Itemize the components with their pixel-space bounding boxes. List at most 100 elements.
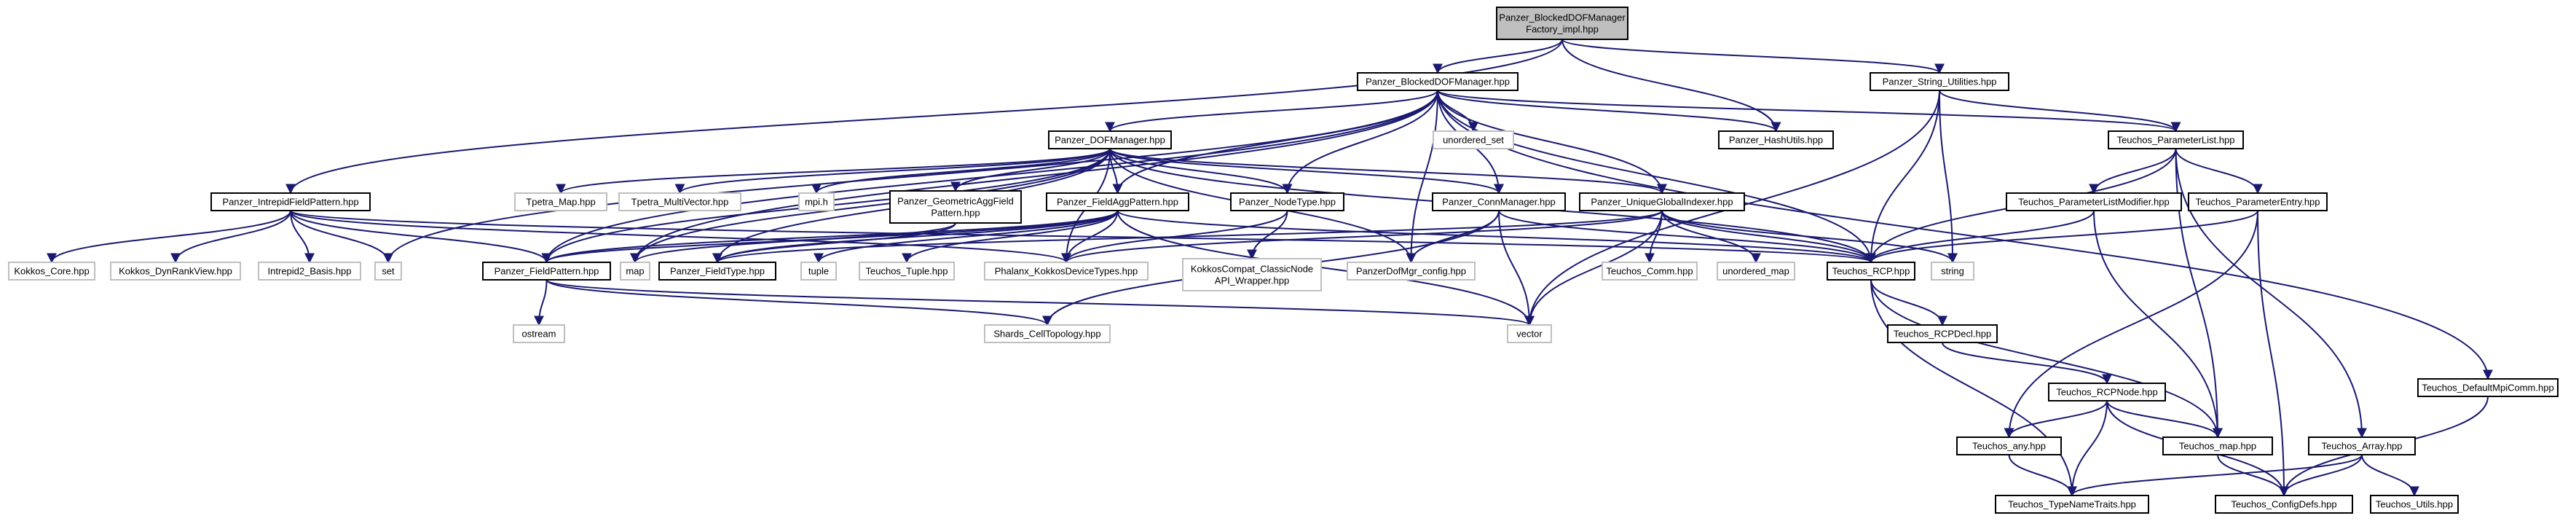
node-box (374, 262, 402, 281)
node-rcpdecl[interactable]: Teuchos_RCPDecl.hpp (1887, 324, 1998, 343)
node-intrepidfp[interactable]: Panzer_IntrepidFieldPattern.hpp (210, 192, 371, 211)
dependency-edge-fieldagg-vector (1116, 210, 1535, 326)
dependency-edge-ugi-fieldtype (712, 210, 1663, 264)
node-label: mpi.h (805, 197, 828, 208)
node-label: Tpetra_Map.hpp (526, 197, 595, 208)
node-plmod[interactable]: Teuchos_ParameterListModifier.hpp (2006, 192, 2182, 211)
dependency-edge-blocked-nodetype (1282, 90, 1438, 195)
node-connmgr[interactable]: Panzer_ConnManager.hpp (1432, 192, 1566, 211)
node-label: PanzerDofMgr_config.hpp (1356, 266, 1466, 277)
node-box (1347, 262, 1476, 281)
dependency-edge-blocked-map (630, 90, 1438, 264)
dependency-edge-fieldpattern-ostream (534, 279, 548, 326)
node-label: Teuchos_ParameterListModifier.hpp (2018, 197, 2169, 208)
dependency-edge-fieldagg-tuple (814, 210, 1119, 264)
dependency-edge-array-configdefs (2279, 454, 2363, 497)
dependency-edge-root-hashutils (1561, 39, 1781, 133)
dependency-edge-fieldpattern-vector (545, 279, 1535, 326)
node-box (620, 262, 650, 281)
node-label: Panzer_FieldAggPattern.hpp (1057, 197, 1178, 208)
node-label: unordered_set (1443, 135, 1504, 146)
node-box (2215, 495, 2353, 514)
dependency-edge-rcp-tmap (1870, 279, 2223, 439)
node-blocked[interactable]: Panzer_BlockedDOFManager.hpp (1357, 72, 1519, 91)
node-fieldpattern[interactable]: Panzer_FieldPattern.hpp (482, 262, 611, 281)
node-label: Kokkos_Core.hpp (14, 266, 89, 277)
node-label: Panzer_DOFManager.hpp (1055, 135, 1165, 146)
node-dofmgr[interactable]: Panzer_DOFManager.hpp (1048, 130, 1172, 149)
node-label: Teuchos_Utils.hpp (2376, 499, 2453, 510)
dependency-edge-rcp-rcpdecl (1870, 279, 1947, 326)
node-box (2188, 192, 2328, 211)
node-fieldagg[interactable]: Panzer_FieldAggPattern.hpp (1046, 192, 1189, 211)
node-label: Panzer_HashUtils.hpp (1729, 135, 1823, 146)
node-array[interactable]: Teuchos_Array.hpp (2308, 436, 2416, 455)
dependency-edge-rcpdecl-rcpnode (1942, 342, 2112, 385)
node-label: Panzer_NodeType.hpp (1239, 197, 1336, 208)
node-nodetype[interactable]: Panzer_NodeType.hpp (1230, 192, 1344, 211)
node-box (2162, 436, 2273, 455)
node-any[interactable]: Teuchos_any.hpp (1956, 436, 2062, 455)
node-box (210, 192, 371, 211)
dependency-edge-intrepidfp-phalanx (290, 210, 1071, 264)
dependency-edge-fieldagg-teuchostuple (902, 210, 1119, 264)
node-tmap[interactable]: Teuchos_map.hpp (2162, 436, 2273, 455)
node-label: Teuchos_RCP.hpp (1832, 266, 1910, 277)
dependency-edge-ugi-phalanx (1061, 210, 1663, 264)
dependency-edge-fieldagg-fieldtype (712, 210, 1119, 264)
dependency-edge-intrepidfp-rcp (290, 210, 1876, 264)
node-label: Tpetra_MultiVector.hpp (631, 197, 729, 208)
dependency-edge-fieldagg-fieldpattern (541, 210, 1119, 264)
node-label: API_Wrapper.hpp (1215, 275, 1289, 286)
node-tpetramv: Tpetra_MultiVector.hpp (618, 192, 741, 211)
dependency-edge-strutil-string (1939, 90, 1958, 264)
dependency-edge-root-intrepidfp (285, 39, 1563, 195)
node-configdefs[interactable]: Teuchos_ConfigDefs.hpp (2215, 495, 2353, 514)
node-typenametraits[interactable]: Teuchos_TypeNameTraits.hpp (1995, 495, 2149, 514)
node-set: set (374, 262, 402, 281)
node-label: Panzer_BlockedDOFManager (1499, 12, 1626, 23)
node-paramentry[interactable]: Teuchos_ParameterEntry.hpp (2188, 192, 2328, 211)
node-box (984, 324, 1111, 343)
node-box (514, 192, 607, 211)
node-box (1507, 324, 1552, 343)
dependency-edge-dofmgr-mpih (811, 148, 1111, 195)
node-label: Teuchos_any.hpp (1972, 441, 2046, 452)
node-label: Intrepid2_Basis.hpp (268, 266, 352, 277)
dependency-edge-blocked-ugi (1437, 90, 1667, 195)
node-label: Teuchos_ConfigDefs.hpp (2231, 499, 2336, 510)
node-rcpnode[interactable]: Teuchos_RCPNode.hpp (2048, 383, 2166, 401)
node-paramlist[interactable]: Teuchos_ParameterList.hpp (2108, 130, 2244, 149)
node-utils[interactable]: Teuchos_Utils.hpp (2370, 495, 2459, 514)
node-box (2417, 378, 2559, 397)
node-label: Pattern.hpp (931, 208, 980, 219)
node-box (2308, 436, 2416, 455)
dependency-edge-ugi-unordmap (1661, 210, 1761, 264)
node-rcp[interactable]: Teuchos_RCP.hpp (1827, 262, 1915, 281)
node-label: Teuchos_RCPNode.hpp (2056, 387, 2157, 398)
dependency-edge-blocked-dofmgr (1105, 90, 1438, 133)
node-label: string (1941, 266, 1964, 277)
node-label: Teuchos_RCPDecl.hpp (1894, 329, 1991, 340)
node-ugi[interactable]: Panzer_UniqueGlobalIndexer.hpp (1579, 192, 1745, 211)
node-fieldtype[interactable]: Panzer_FieldType.hpp (658, 262, 776, 281)
dependency-edge-blocked-hashutils (1437, 90, 1781, 133)
node-defmpicomm[interactable]: Teuchos_DefaultMpiComm.hpp (2417, 378, 2559, 397)
node-string: string (1931, 262, 1974, 281)
node-box (798, 192, 835, 211)
node-box (1579, 192, 1745, 211)
dependency-edge-dofmgr-tpetramap (556, 148, 1111, 195)
node-kokkosdrv: Kokkos_DynRankView.hpp (110, 262, 241, 281)
node-hashutils[interactable]: Panzer_HashUtils.hpp (1718, 130, 1834, 149)
node-label: Panzer_String_Utilities.hpp (1883, 77, 1997, 87)
node-box (618, 192, 741, 211)
node-strutil[interactable]: Panzer_String_Utilities.hpp (1870, 72, 2009, 91)
node-box (1182, 258, 1322, 291)
node-label: Teuchos_Array.hpp (2321, 441, 2402, 452)
dependency-edge-fieldagg-rcp (1116, 210, 1876, 264)
node-label: Panzer_IntrepidFieldPattern.hpp (222, 197, 358, 208)
node-label: Teuchos_ParameterList.hpp (2117, 135, 2235, 146)
node-box (1718, 130, 1834, 149)
